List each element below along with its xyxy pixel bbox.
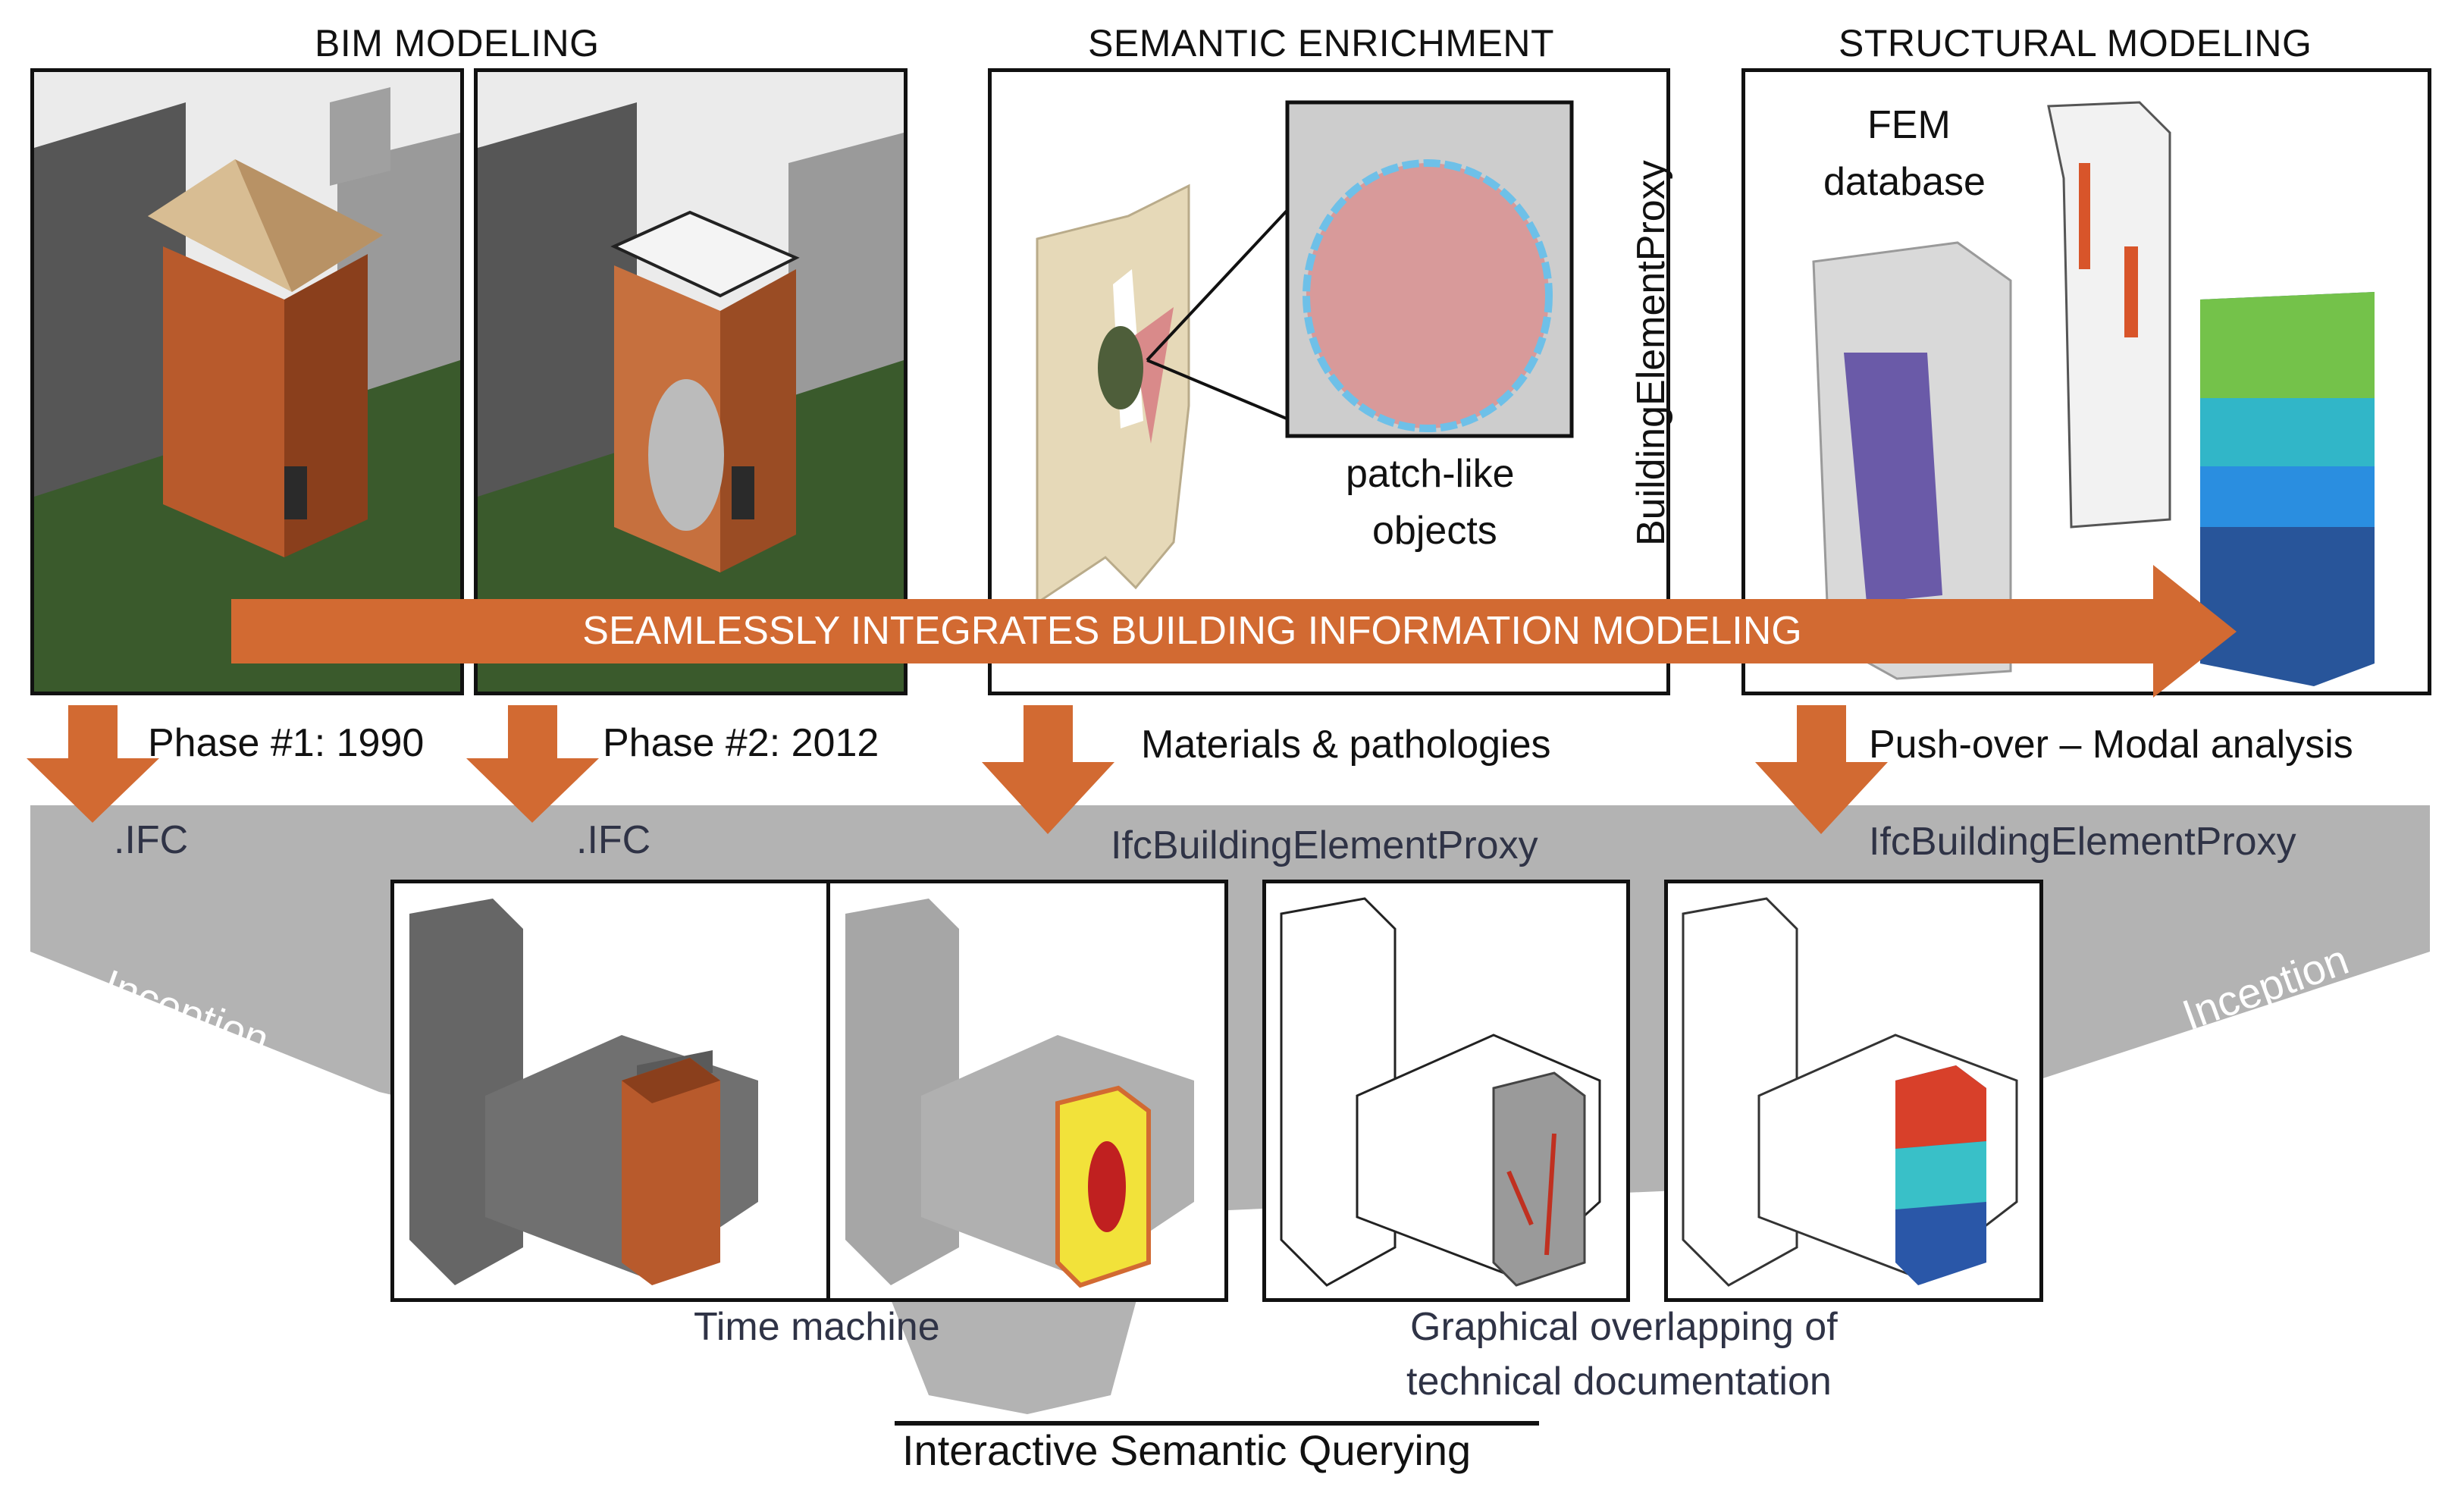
fem-model-image bbox=[1745, 72, 2428, 692]
pushover-caption: Push-over – Modal analysis bbox=[1869, 723, 2353, 767]
ifc-label-2: .IFC bbox=[576, 818, 651, 862]
castle-wireframe-image bbox=[1266, 883, 1626, 1298]
ifc-label-1: .IFC bbox=[114, 818, 189, 862]
fem-label-line2: database bbox=[1823, 160, 1986, 204]
castle-tower-orange-image bbox=[394, 883, 828, 1298]
patch-objects-line2: objects bbox=[1372, 509, 1497, 553]
semantic-enrichment-heading: SEMANTIC ENRICHMENT bbox=[1088, 22, 1555, 64]
patch-objects-image bbox=[992, 72, 1666, 692]
time-machine-label: Time machine bbox=[694, 1305, 940, 1349]
castle-view-4-panel bbox=[1664, 880, 2043, 1302]
ifc-proxy-label-2: IfcBuildingElementProxy bbox=[1869, 820, 2296, 864]
bim-modeling-heading: BIM MODELING bbox=[315, 22, 600, 64]
semantic-querying-label: Interactive Semantic Querying bbox=[902, 1426, 1472, 1474]
castle-tower-yellow-image bbox=[830, 883, 1224, 1298]
castle-modal-image bbox=[1668, 883, 2039, 1298]
fem-label-line1: FEM bbox=[1867, 103, 1951, 147]
castle-view-3-panel bbox=[1262, 880, 1630, 1302]
semantic-enrichment-panel bbox=[988, 68, 1670, 695]
patch-objects-line1: patch-like bbox=[1346, 452, 1515, 496]
overlap-label-line2: technical documentation bbox=[1406, 1360, 1832, 1404]
materials-caption: Materials & pathologies bbox=[1141, 723, 1551, 767]
banner-text: SEAMLESSLY INTEGRATES BUILDING INFORMATI… bbox=[582, 609, 1802, 653]
ifc-proxy-label-1: IfcBuildingElementProxy bbox=[1111, 823, 1538, 867]
phase1-caption: Phase #1: 1990 bbox=[148, 721, 425, 765]
structural-modeling-heading: STRUCTURAL MODELING bbox=[1839, 22, 2312, 64]
structural-modeling-panel bbox=[1741, 68, 2431, 695]
overlap-label-line1: Graphical overlapping of bbox=[1410, 1305, 1838, 1349]
phase2-caption: Phase #2: 2012 bbox=[603, 721, 879, 765]
castle-view-1-panel bbox=[390, 880, 832, 1302]
castle-view-2-panel bbox=[826, 880, 1228, 1302]
